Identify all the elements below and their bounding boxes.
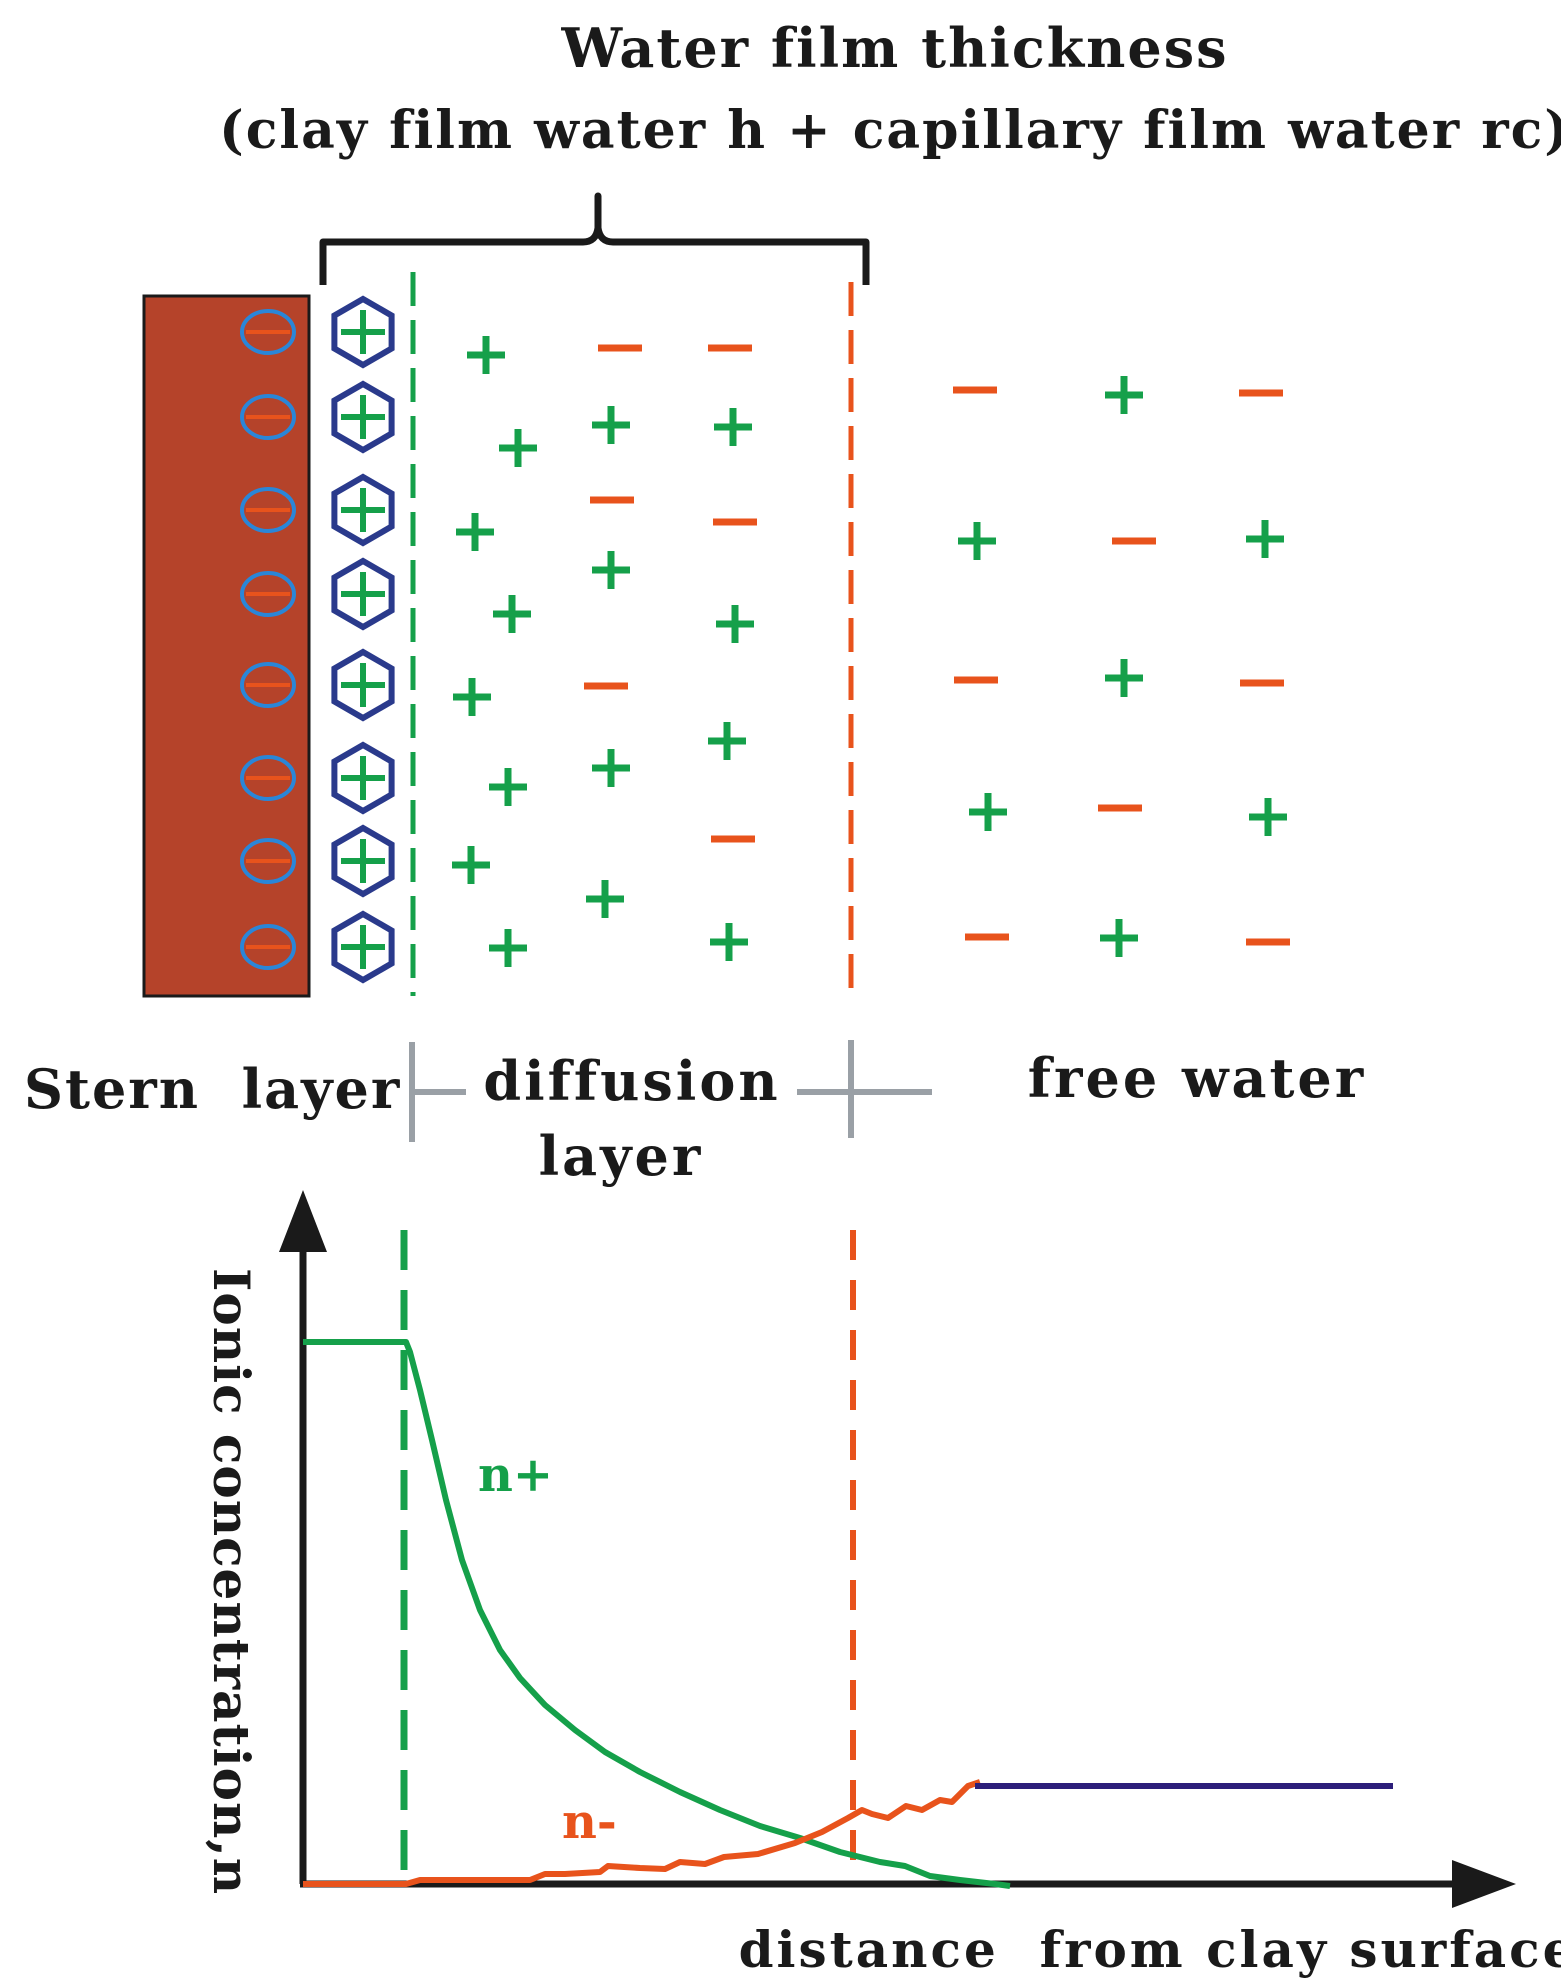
plus-sign-icon xyxy=(592,551,630,589)
plus-sign-icon xyxy=(592,406,630,444)
thickness-brace xyxy=(319,192,870,285)
plus-sign-icon xyxy=(489,929,527,967)
minus-in-ellipse-icon xyxy=(240,394,296,440)
diffusion-layer-label-line2: layer xyxy=(539,1124,704,1188)
surface-charge-column xyxy=(240,309,296,970)
plus-sign-icon xyxy=(1105,376,1143,414)
plus-in-hexagon-icon xyxy=(331,295,395,369)
plus-sign-icon xyxy=(1249,798,1287,836)
plus-in-hexagon-icon xyxy=(331,473,395,547)
plus-sign-icon xyxy=(586,880,624,918)
cation-concentration-curve xyxy=(303,1339,1011,1889)
plus-sign-icon xyxy=(489,768,527,806)
plus-sign-icon xyxy=(453,678,491,716)
plus-sign-icon xyxy=(710,923,748,961)
y-axis-label: Ionic concentration,n xyxy=(202,1268,261,1895)
plus-sign-icon xyxy=(714,408,752,446)
plus-in-hexagon-icon xyxy=(331,741,395,815)
plus-in-hexagon-icon xyxy=(331,824,395,898)
x-axis-arrow-icon xyxy=(1452,1860,1516,1908)
plus-sign-icon xyxy=(1246,520,1284,558)
cation-curve-label: n+ xyxy=(478,1447,553,1503)
free-water-label: free water xyxy=(1028,1046,1366,1110)
plus-sign-icon xyxy=(716,605,754,643)
minus-in-ellipse-icon xyxy=(240,487,296,533)
plus-sign-icon xyxy=(452,846,490,884)
plus-in-hexagon-icon xyxy=(331,648,395,722)
plus-sign-icon xyxy=(1100,919,1138,957)
minus-in-ellipse-icon xyxy=(240,924,296,970)
anion-concentration-curve xyxy=(303,1779,981,1887)
anion-curve-label: n- xyxy=(562,1794,617,1850)
plus-sign-icon xyxy=(708,722,746,760)
minus-in-ellipse-icon xyxy=(240,838,296,884)
layer-boundary-ticks xyxy=(409,1040,932,1142)
plus-in-hexagon-icon xyxy=(331,557,395,631)
diagram-title-line2: (clay film water h + capillary film wate… xyxy=(219,100,1561,161)
y-axis-arrow-icon xyxy=(279,1190,327,1252)
plus-sign-icon xyxy=(592,749,630,787)
plus-sign-icon xyxy=(456,513,494,551)
plus-sign-icon xyxy=(958,522,996,560)
free-ion-field xyxy=(452,336,1290,967)
diagram-title-line1: Water film thickness xyxy=(560,16,1228,80)
plus-sign-icon xyxy=(493,595,531,633)
plus-in-hexagon-icon xyxy=(331,910,395,984)
x-axis-label: distance from clay surface xyxy=(739,1920,1561,1979)
graph-axes xyxy=(279,1190,1516,1908)
plus-in-hexagon-icon xyxy=(331,380,395,454)
minus-in-ellipse-icon xyxy=(240,755,296,801)
diffusion-layer-label-line1: diffusion xyxy=(483,1049,780,1113)
plus-sign-icon xyxy=(467,336,505,374)
plus-sign-icon xyxy=(499,429,537,467)
minus-in-ellipse-icon xyxy=(240,571,296,617)
stern-layer-label: Stern layer xyxy=(24,1057,401,1121)
plus-sign-icon xyxy=(1105,659,1143,697)
minus-in-ellipse-icon xyxy=(240,662,296,708)
stern-cation-column xyxy=(331,295,395,984)
plus-sign-icon xyxy=(969,793,1007,831)
minus-in-ellipse-icon xyxy=(240,309,296,355)
